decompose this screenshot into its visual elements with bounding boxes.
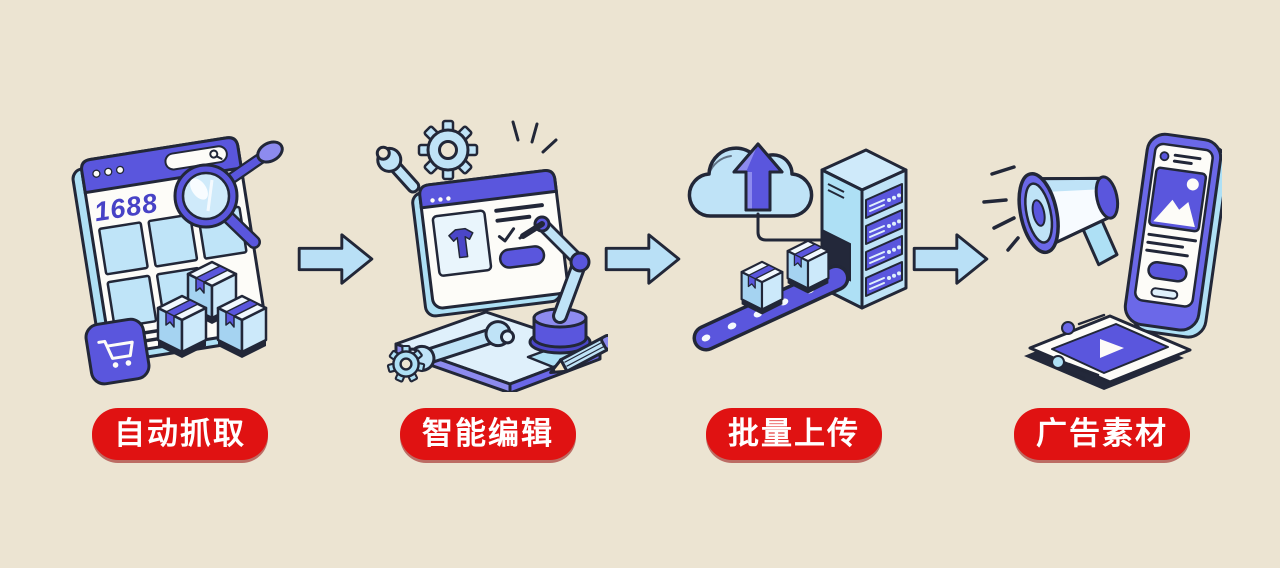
wrench-icon [375, 145, 421, 194]
edit-illustration [375, 119, 608, 392]
pencil-icon [549, 333, 608, 375]
upload-arrow-icon [732, 142, 784, 212]
flow-arrow-3 [912, 233, 989, 285]
step-smart-edit-art [368, 112, 608, 392]
magnifier-icon [173, 140, 284, 249]
image-icon [1148, 166, 1208, 233]
sparkle-icon [511, 120, 558, 154]
play-button-icon [1100, 339, 1124, 358]
step-ad-assets: 广告素材 [982, 112, 1222, 460]
screen-button [1147, 260, 1188, 283]
laptop-screen [411, 169, 570, 318]
step-ad-assets-art [982, 112, 1222, 392]
flow-arrow-1 [297, 233, 374, 285]
step-label-ad-assets: 广告素材 [1014, 408, 1190, 460]
tshirt-icon [448, 227, 474, 259]
video-ad-card-icon [1024, 313, 1192, 390]
robot-arm-icon [518, 215, 592, 355]
ads-illustration [982, 132, 1222, 390]
search-icon [209, 149, 223, 160]
step-batch-upload-art [674, 112, 914, 392]
step-auto-scrape: 1688 [60, 112, 300, 460]
screen-button [498, 245, 546, 269]
gear-icon [417, 119, 479, 181]
smartphone-icon [1123, 132, 1222, 339]
sound-waves-icon [982, 165, 1020, 252]
check-icon [497, 227, 516, 243]
scrape-illustration: 1688 [71, 136, 284, 386]
flow-arrow-2 [604, 233, 681, 285]
step-label-smart-edit: 智能编辑 [400, 408, 576, 460]
megaphone-icon [1017, 171, 1120, 267]
step-auto-scrape-art: 1688 [60, 112, 300, 392]
step-smart-edit: 智能编辑 [368, 112, 608, 460]
connector-line [756, 212, 826, 242]
shopping-cart-icon [84, 317, 151, 386]
step-label-batch-upload: 批量上传 [706, 408, 882, 460]
upload-illustration [687, 142, 908, 352]
step-batch-upload: 批量上传 [674, 112, 914, 460]
small-gear-icon [386, 344, 426, 383]
step-label-auto-scrape: 自动抓取 [92, 408, 268, 460]
